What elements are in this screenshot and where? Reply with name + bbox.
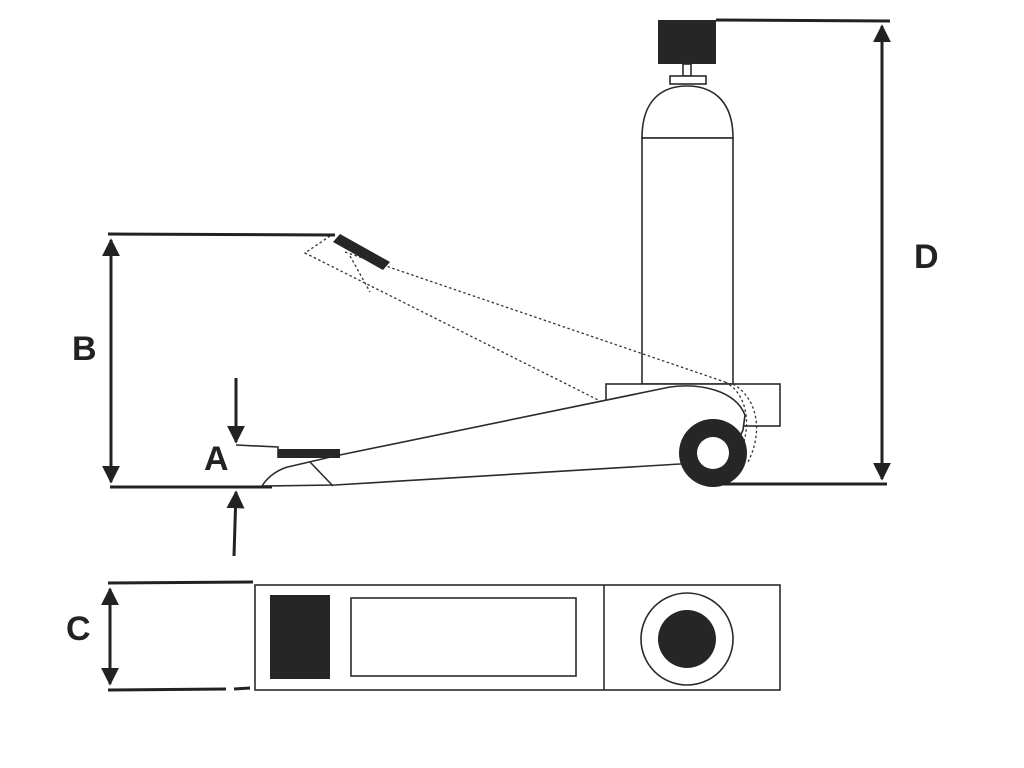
saddle-stem — [682, 63, 692, 77]
dimension-c-label: C — [66, 610, 91, 648]
cylinder-dome — [641, 85, 734, 139]
dimension-d: D — [715, 18, 939, 486]
jack-top-view — [254, 584, 781, 691]
raised-handle-grip — [333, 234, 390, 270]
raised-handle-outline — [303, 234, 758, 463]
jack-side-view — [235, 20, 781, 487]
dimension-b-label: B — [72, 330, 97, 368]
saddle-pad — [278, 449, 340, 458]
rear-wheel — [679, 419, 747, 487]
top-view-cylinder — [658, 610, 716, 668]
top-view-saddle — [270, 595, 330, 679]
dimension-c-top-extension — [107, 580, 254, 585]
arm-front-bevel — [309, 461, 334, 487]
dimension-d-top-extension — [715, 18, 891, 23]
top-view-arm-window — [350, 597, 577, 677]
saddle-reference-line — [235, 444, 279, 458]
handle-upper-edge — [344, 251, 726, 383]
cylinder-collar — [669, 75, 707, 85]
dimension-d-label: D — [914, 238, 939, 276]
dimension-c-bottom-extension-gap — [233, 686, 251, 691]
dimension-b: B — [72, 232, 336, 489]
handle-grip-edge — [349, 255, 371, 293]
handle-lower-edge — [303, 235, 689, 446]
dimension-a-bottom-arrow — [226, 490, 245, 557]
lifting-cylinder — [641, 20, 734, 385]
dimension-c: C — [66, 580, 254, 692]
lifting-arm — [260, 385, 746, 487]
dimension-a-label: A — [204, 440, 229, 478]
dimension-b-top-extension — [107, 232, 336, 237]
cylinder-body — [641, 137, 734, 385]
dimension-a: A — [204, 378, 245, 557]
wheel-hub — [697, 437, 729, 469]
dimension-c-bottom-extension — [107, 687, 227, 692]
saddle-cap — [658, 20, 716, 64]
